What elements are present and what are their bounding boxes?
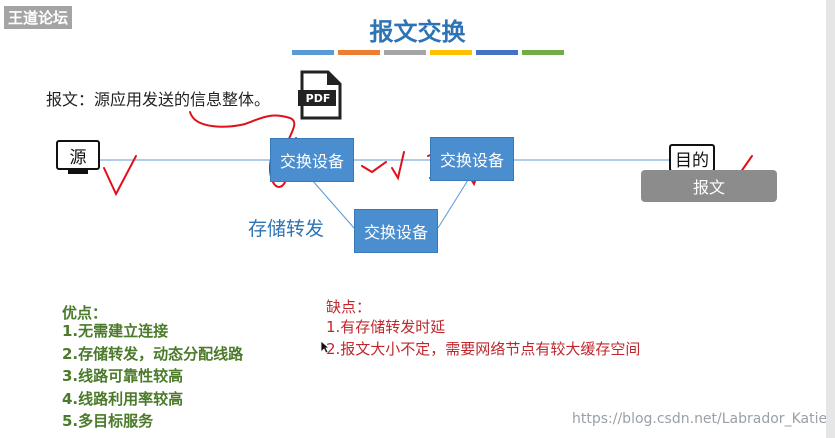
list-item: 5.多目标服务 xyxy=(62,412,154,430)
slide-title: 报文交换 xyxy=(369,18,466,46)
switch-device-3: 交换设备 xyxy=(354,209,438,253)
cons-list: 1.有存储转发时延 2.报文大小不定，需要网络节点有较大缓存空间 xyxy=(326,316,640,360)
list-item: 3.线路可靠性较高 xyxy=(62,367,184,385)
switch-label: 交换设备 xyxy=(363,223,428,242)
switch-device-2: 交换设备 xyxy=(430,137,514,181)
check-mark-source-icon xyxy=(103,155,137,197)
link-switch1-switch3 xyxy=(311,179,355,229)
list-item: 4.线路利用率较高 xyxy=(62,389,184,408)
title-color-bar-orange xyxy=(338,50,380,55)
link-lines xyxy=(100,159,670,229)
pros-list: 1.无需建立连接 2.存储转发，动态分配线路 3.线路可靠性较高 4.线路利用率… xyxy=(62,320,243,433)
title-color-bar-darkblue xyxy=(476,50,518,55)
monitor-stand xyxy=(68,170,88,174)
switch-device-1: 交换设备 xyxy=(270,138,354,182)
list-item: 1.无需建立连接 xyxy=(62,322,169,340)
source-label: 源 xyxy=(56,140,100,170)
message-definition: 报文：源应用发送的信息整体。 xyxy=(46,90,271,109)
title-color-bar-green xyxy=(522,50,564,55)
switch-label: 交换设备 xyxy=(439,151,504,170)
tick-annotation-2-icon xyxy=(391,151,405,181)
pros-heading: 优点： xyxy=(62,304,108,322)
pdf-file-icon xyxy=(298,70,342,120)
list-item: 2.存储转发，动态分配线路 xyxy=(62,344,244,363)
title-color-bar-gray xyxy=(384,50,426,55)
store-forward-label: 存储转发 xyxy=(248,218,325,240)
message-label: 报文 xyxy=(692,178,725,197)
tick-annotation-1-icon xyxy=(361,161,387,174)
csdn-watermark: https://blog.csdn.net/Labrador_Katie xyxy=(572,411,828,427)
link-switch3-switch2 xyxy=(437,179,469,229)
source-monitor-icon: 源 xyxy=(56,140,100,174)
mouse-cursor-icon xyxy=(320,340,330,354)
list-item: 2.报文大小不定，需要网络节点有较大缓存空间 xyxy=(326,340,641,358)
message-block: 报文 xyxy=(641,170,777,202)
title-color-bar-blue xyxy=(292,50,334,55)
title-color-bar-yellow xyxy=(430,50,472,55)
right-scrollbar[interactable] xyxy=(826,0,835,438)
arrow-scribble-icon xyxy=(189,111,296,151)
destination-label: 目的 xyxy=(669,144,715,172)
switch-label: 交换设备 xyxy=(279,152,344,171)
list-item: 1.有存储转发时延 xyxy=(326,318,446,336)
forum-watermark: 王道论坛 xyxy=(4,6,73,29)
pdf-label: PDF xyxy=(305,92,331,105)
cons-heading: 缺点： xyxy=(326,298,372,316)
